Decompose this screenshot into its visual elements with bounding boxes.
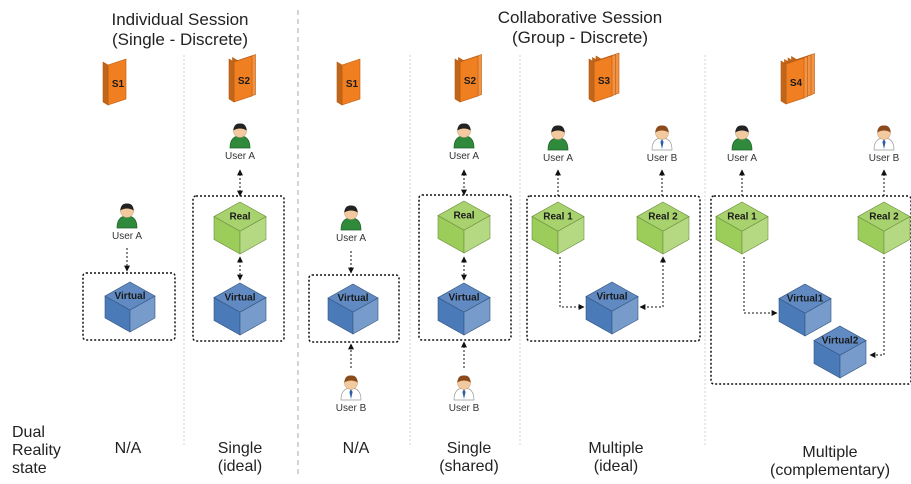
cube-label: Real (229, 212, 250, 223)
dual-reality-box (418, 194, 512, 341)
virtual2-cube: Virtual2 (813, 325, 867, 379)
cube-label: Virtual2 (822, 336, 859, 347)
real-2-cube: Real 2 (857, 201, 911, 255)
dual-reality-box (192, 195, 285, 342)
cube-label: Real 1 (727, 212, 757, 223)
user-a: User A (112, 203, 142, 242)
real-2-cube: Real 2 (636, 201, 690, 255)
virtual-session-box (82, 272, 176, 341)
state-col-2: Single (ideal) (200, 440, 280, 476)
dual-reality-box (710, 195, 911, 385)
virtual-cube: Virtual (327, 283, 379, 335)
row-label-line: Dual (12, 424, 45, 441)
real-cube: Real (437, 200, 491, 254)
server-label: S2 (238, 76, 251, 87)
real2-to-virtual-connector (639, 256, 666, 310)
server-s4: S4 (780, 53, 815, 105)
server-s2: S2 (454, 54, 482, 103)
server-label: S1 (346, 79, 359, 90)
virtual-session-box (308, 274, 400, 343)
real1-to-virtual-connector (559, 257, 585, 310)
user-label: User A (543, 153, 573, 164)
state-line2: (ideal) (217, 458, 263, 475)
state-line2: (ideal) (593, 458, 639, 475)
state-line1: Single (217, 440, 263, 457)
dual-reality-state-label: Dual Reality state (12, 424, 61, 478)
server-label: S1 (112, 79, 125, 90)
cube-label: Virtual (225, 293, 256, 304)
user-a: User A (225, 123, 255, 162)
cube-label: Virtual (597, 292, 628, 303)
server-label: S3 (598, 76, 611, 87)
collaborative-session-header: Collaborative Session (Group - Discrete) (470, 8, 690, 48)
real2-to-virtual2-connector (869, 257, 885, 358)
server-s3: S3 (588, 52, 620, 103)
real1-to-virtual1-connector (743, 257, 778, 316)
real-1-cube: Real 1 (531, 201, 585, 255)
cube-label: Virtual (115, 291, 146, 302)
user-label: User B (336, 403, 367, 414)
row-label-line: state (12, 460, 47, 477)
server-s2: S2 (228, 54, 256, 103)
state-line1: N/A (342, 440, 370, 457)
real-1-cube: Real 1 (715, 201, 769, 255)
individual-session-title: Individual Session (111, 10, 249, 29)
user-a: User A (727, 125, 757, 164)
virtual-cube: Virtual (437, 282, 491, 336)
virtual-cube: Virtual (213, 282, 267, 336)
cube-label: Virtual (338, 293, 369, 304)
state-line1: Multiple (588, 440, 644, 457)
user-b: User B (449, 375, 480, 414)
state-col-3: N/A (316, 440, 396, 458)
state-col-4: Single (shared) (424, 440, 514, 476)
individual-session-header: Individual Session (Single - Discrete) (80, 10, 280, 50)
individual-session-subtitle: (Single - Discrete) (111, 30, 249, 49)
user-label: User A (112, 231, 142, 242)
column-separators (183, 10, 706, 475)
cube-label: Virtual (449, 293, 480, 304)
user-a: User A (543, 125, 573, 164)
user-label: User A (727, 153, 757, 164)
state-line2: (complementary) (769, 462, 891, 479)
server-s1: S1 (336, 58, 361, 106)
cube-label: Real (453, 211, 474, 222)
state-line1: Single (446, 440, 492, 457)
cube-label: Real 2 (869, 212, 899, 223)
virtual-cube: Virtual (104, 281, 156, 333)
state-line1: Multiple (802, 444, 858, 461)
dual-reality-box (526, 195, 701, 342)
user-label: User A (336, 233, 366, 244)
virtual1-cube: Virtual1 (778, 283, 832, 337)
state-line1: N/A (114, 440, 142, 457)
user-a: User A (336, 205, 366, 244)
state-col-1: N/A (88, 440, 168, 458)
user-label: User A (225, 151, 255, 162)
user-label: User B (449, 403, 480, 414)
user-label: User B (647, 153, 678, 164)
user-label: User A (449, 151, 479, 162)
state-col-5: Multiple (ideal) (566, 440, 666, 476)
user-a: User A (449, 123, 479, 162)
server-s1: S1 (102, 58, 127, 106)
user-b: User B (869, 125, 900, 164)
virtual-2-cube: Virtual (585, 281, 639, 335)
user-label: User B (869, 153, 900, 164)
state-line2: (shared) (439, 458, 499, 475)
cube-label: Real 1 (543, 212, 573, 223)
state-col-6: Multiple (complementary) (760, 444, 900, 480)
row-label-line: Reality (12, 442, 61, 459)
collaborative-session-title: Collaborative Session (497, 8, 663, 27)
cube-label: Virtual1 (787, 294, 824, 305)
real-cube: Real (213, 201, 267, 255)
collaborative-session-subtitle: (Group - Discrete) (511, 28, 649, 47)
user-b: User B (336, 375, 367, 414)
user-b: User B (647, 125, 678, 164)
server-label: S4 (790, 78, 803, 89)
server-label: S2 (464, 76, 477, 87)
cube-label: Real 2 (648, 212, 678, 223)
